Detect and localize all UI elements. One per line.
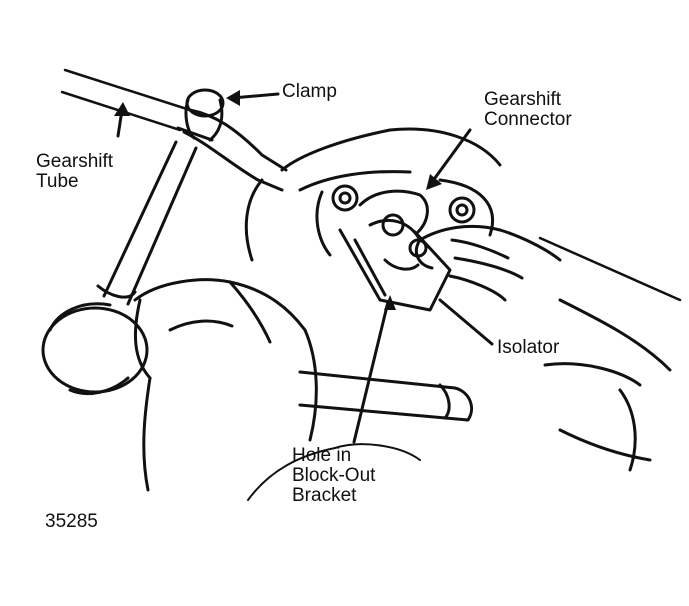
label-hole-line3: Bracket [292,485,357,506]
label-gearshift-connector: Gearshift Connector [484,90,572,130]
hole-arrow [384,295,396,310]
connector-leader [430,128,472,184]
label-hole-in-block-out-bracket: Hole in Block-Out Bracket [292,446,375,506]
label-hole-line2: Block-Out [292,465,376,486]
label-gearshift-connector-line2: Connector [484,109,572,130]
right-hand [415,224,562,302]
arrowheads [114,90,442,310]
connector-assembly [338,189,452,312]
clamp-arrow [226,90,240,106]
label-gearshift-tube-line1: Gearshift [36,151,114,172]
leader-lines [116,92,494,444]
hole-leader [352,300,390,444]
label-clamp: Clamp [282,81,337,102]
shift-rod [96,140,198,306]
rod-knob [41,302,149,396]
label-gearshift-tube-line2: Tube [36,171,79,192]
isolator-leader [438,298,494,346]
figure-number: 35285 [45,511,98,532]
connector-arrow [426,174,442,190]
left-hand [133,278,318,492]
label-gearshift-tube: Gearshift Tube [36,152,113,192]
label-isolator: Isolator [497,337,560,358]
label-hole-line1: Hole in [292,445,352,466]
mounting-plate [244,127,502,262]
lower-bar [298,370,473,422]
clamp-part [176,88,225,142]
background-lines [247,236,682,501]
label-gearshift-connector-line1: Gearshift [484,89,562,110]
tube-arrow [114,102,130,116]
